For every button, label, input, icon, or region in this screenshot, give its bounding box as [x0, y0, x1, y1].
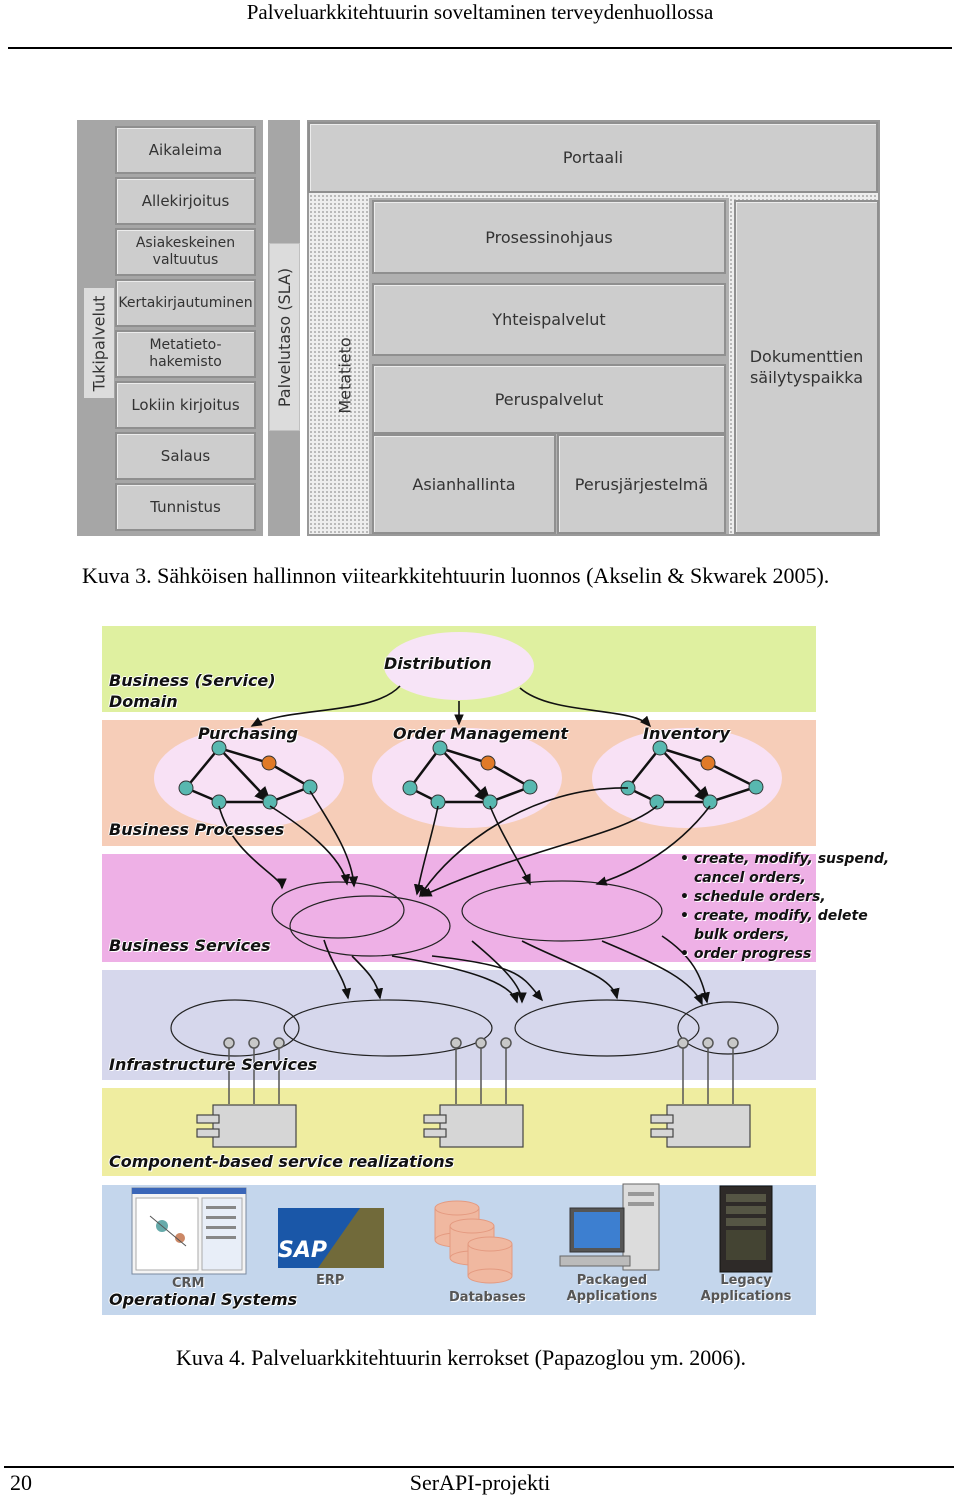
sap-logo-icon — [278, 1208, 384, 1268]
header-rule — [8, 47, 952, 49]
page-number: 20 — [10, 1470, 32, 1495]
crm-label: CRM — [172, 1276, 205, 1291]
portaali-box: Portaali — [308, 122, 878, 193]
support-item: Aikaleima — [115, 126, 256, 174]
asianhallinta-box: Asianhallinta — [372, 434, 556, 534]
footer-rule — [4, 1466, 954, 1468]
service-bullet: • create, modify, delete — [680, 908, 868, 924]
sap-logo-text: SAP — [278, 1238, 327, 1263]
business-processes-label: Business Processes — [109, 820, 285, 839]
distribution-ellipse — [384, 632, 534, 700]
figure-4-soa-layers: Distribution Business (Service) Domain P… — [102, 626, 889, 1316]
crm-screenshot-icon — [131, 1187, 247, 1275]
dokumenttien-box: Dokumenttien säilytyspaikka — [734, 200, 879, 534]
business-services-label: Business Services — [109, 936, 271, 955]
service-bullet: bulk orders, — [694, 927, 790, 943]
support-item: Asiakeskeinen valtuutus — [115, 228, 256, 276]
service-bullet: cancel orders, — [694, 870, 806, 886]
databases-label: Databases — [449, 1290, 526, 1305]
service-bullet: • schedule orders, — [680, 889, 826, 905]
footer-project: SerAPI-projekti — [409, 1470, 551, 1495]
packaged-applications-label: Packaged Applications — [566, 1273, 658, 1304]
support-item: Metatieto-hakemisto — [115, 330, 256, 378]
database-icon — [434, 1200, 513, 1284]
business-domain-label: Business (Service) Domain — [109, 671, 276, 711]
tukipalvelut-label: Tukipalvelut — [84, 288, 114, 398]
infrastructure-services-label: Infrastructure Services — [109, 1055, 318, 1074]
distribution-label: Distribution — [384, 654, 492, 673]
legacy-applications-label: Legacy Applications — [700, 1273, 792, 1304]
support-item: Tunnistus — [115, 483, 256, 531]
peruspalvelut-box: Peruspalvelut — [372, 364, 726, 434]
metatieto-label: Metatieto — [335, 336, 355, 414]
support-item: Lokiin kirjoitus — [115, 381, 256, 429]
service-bullet: • order progress — [680, 946, 812, 962]
process-order-management-label: Order Management — [393, 724, 569, 743]
support-item: Salaus — [115, 432, 256, 480]
yhteispalvelut-box: Yhteispalvelut — [372, 283, 726, 356]
support-item: Allekirjoitus — [115, 177, 256, 225]
figure-4-caption: Kuva 4. Palveluarkkitehtuurin kerrokset … — [176, 1345, 747, 1370]
running-header: Palveluarkkitehtuurin soveltaminen terve… — [246, 0, 714, 24]
figure-3-reference-architecture: Tukipalvelut Aikaleima Allekirjoitus Asi… — [77, 120, 880, 536]
layer-business-services — [102, 854, 816, 962]
arrow — [519, 687, 652, 728]
service-bullet: • create, modify, suspend, — [680, 851, 890, 867]
perusjarjestelma-box: Perusjärjestelmä — [557, 434, 726, 534]
operational-systems-label: Operational Systems — [109, 1290, 298, 1309]
layer-infrastructure-services — [102, 970, 816, 1080]
component-realizations-label: Component-based service realizations — [109, 1152, 455, 1171]
figure-3-caption: Kuva 3. Sähköisen hallinnon viitearkkite… — [82, 563, 830, 588]
process-inventory-label: Inventory — [643, 724, 730, 743]
erp-label: ERP — [316, 1273, 345, 1288]
support-item: Kertakirjautuminen — [115, 279, 256, 327]
server-icon — [719, 1185, 773, 1273]
prosessinohjaus-box: Prosessinohjaus — [372, 200, 726, 274]
arrow — [250, 685, 401, 727]
process-purchasing-label: Purchasing — [198, 724, 298, 743]
sla-label: Palvelutaso (SLA) — [269, 243, 300, 431]
computer-icon — [559, 1183, 660, 1271]
figure-4-graphics — [131, 632, 782, 1284]
